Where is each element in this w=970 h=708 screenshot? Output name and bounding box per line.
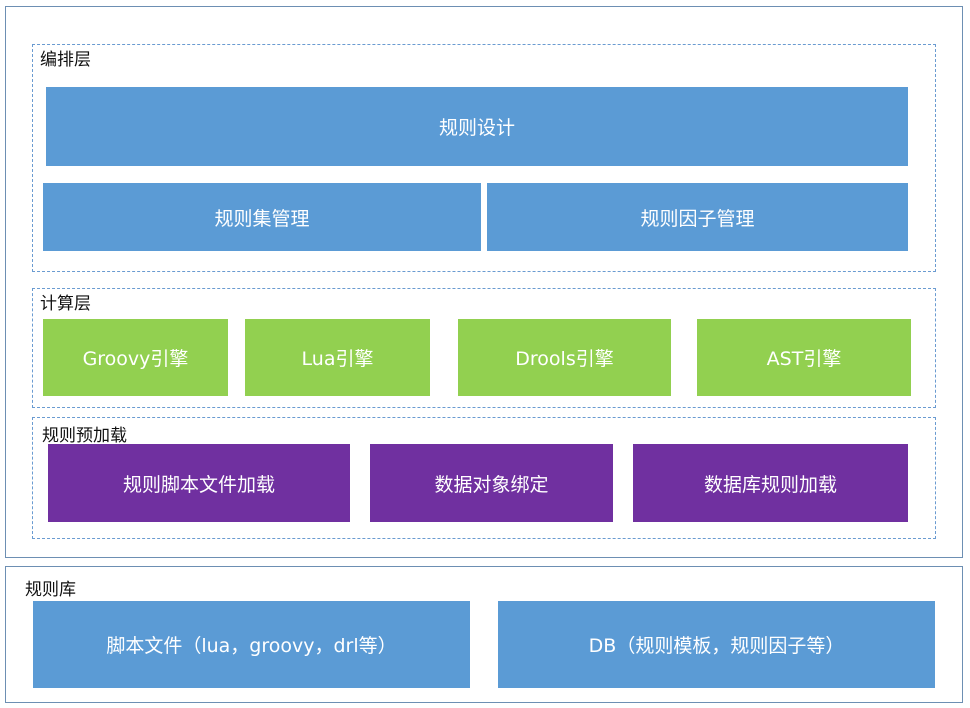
lua-engine-box: Lua引擎 (245, 319, 430, 396)
db-box: DB（规则模板，规则因子等） (498, 601, 935, 688)
compute-layer (32, 288, 936, 408)
preload-layer-label: 规则预加载 (42, 426, 127, 446)
groovy-engine-box: Groovy引擎 (43, 319, 228, 396)
orchestration-layer-label: 编排层 (40, 50, 91, 70)
script-files-box: 脚本文件（lua，groovy，drl等） (33, 601, 470, 688)
preload-layer (32, 417, 936, 539)
database-rule-load-box: 数据库规则加载 (633, 444, 908, 522)
rule-store-label: 规则库 (25, 580, 76, 600)
data-object-binding-box: 数据对象绑定 (370, 444, 613, 522)
orchestration-layer (32, 44, 936, 272)
script-file-load-box: 规则脚本文件加载 (48, 444, 350, 522)
rule-design-box: 规则设计 (46, 87, 908, 166)
drools-engine-box: Drools引擎 (458, 319, 671, 396)
rule-factor-management-box: 规则因子管理 (487, 183, 908, 251)
ast-engine-box: AST引擎 (697, 319, 911, 396)
ruleset-management-box: 规则集管理 (43, 183, 481, 251)
compute-layer-label: 计算层 (40, 294, 91, 314)
